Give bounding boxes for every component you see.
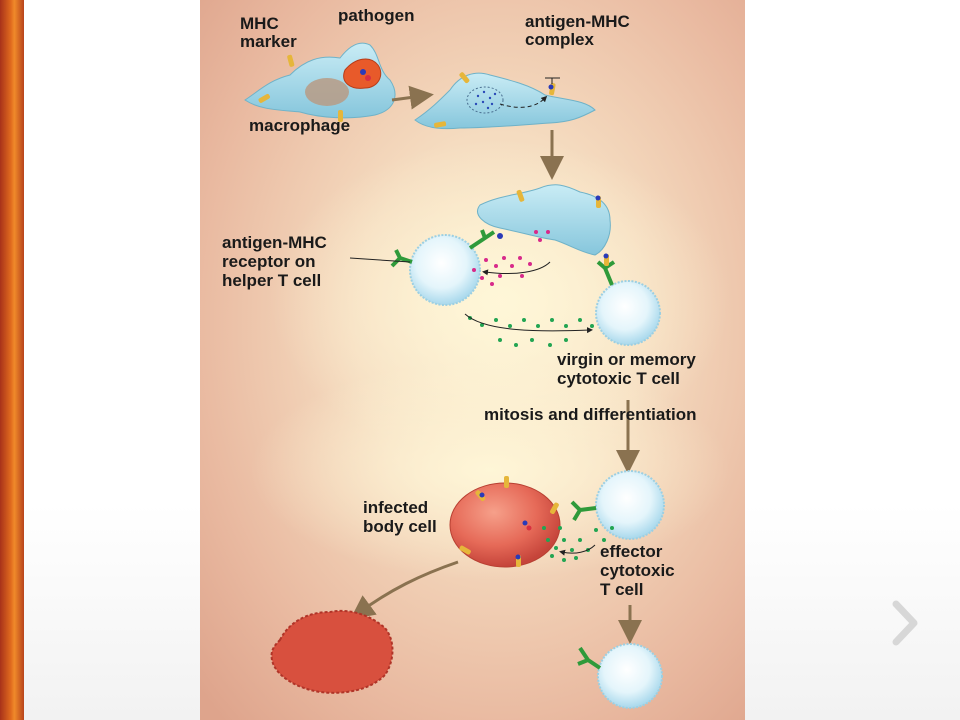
- infected-body-cell: [449, 476, 561, 568]
- effector-cytotoxic-t-cell: [570, 470, 665, 540]
- label-pathogen: pathogen: [338, 6, 415, 25]
- daughter-t-cell: [577, 643, 663, 709]
- arrow-1: [391, 85, 434, 110]
- macrophage-processing: [414, 72, 596, 130]
- green-signal-dots-upper: [468, 316, 594, 347]
- arrow-helper-signal: [482, 261, 551, 276]
- label-macrophage: macrophage: [249, 116, 351, 135]
- diagram-canvas: [200, 0, 745, 720]
- label-antigen-mhc-complex-line1: antigen-MHC: [525, 12, 630, 31]
- macrophage-presenting: [477, 184, 611, 256]
- label-effector-line2: cytotoxic: [600, 561, 675, 580]
- label-mhc-marker-line2: marker: [240, 32, 297, 51]
- arrow-effector-signal: [559, 544, 596, 556]
- label-antigen-mhc-complex-line2: complex: [525, 30, 594, 49]
- label-virgin-line1: virgin or memory: [557, 350, 696, 369]
- label-virgin-line2: cytotoxic T cell: [557, 369, 680, 388]
- label-receptor-line2: receptor on: [222, 252, 316, 271]
- label-infected-line1: infected: [363, 498, 429, 517]
- label-mhc-marker-line1: MHC: [240, 14, 279, 33]
- arrow-cell-death: [350, 560, 459, 620]
- label-mitosis: mitosis and differentiation: [484, 405, 697, 424]
- green-signal-dots-lower: [542, 526, 614, 562]
- chevron-right-icon[interactable]: [886, 598, 926, 648]
- t-cell-activation-diagram: MHC marker pathogen antigen-MHC complex …: [200, 0, 745, 720]
- label-receptor-line3: helper T cell: [222, 271, 322, 290]
- label-effector-line1: effector: [600, 542, 663, 561]
- cytotoxic-t-cell-virgin: [595, 253, 661, 346]
- label-effector-line3: T cell: [600, 580, 644, 599]
- pointer-receptor: [349, 257, 411, 263]
- left-accent-strip: [0, 0, 24, 720]
- label-infected-line2: body cell: [363, 517, 437, 536]
- label-receptor-line1: antigen-MHC: [222, 233, 327, 252]
- helper-signal-dots: [472, 230, 550, 286]
- arrow-green-signal: [464, 313, 593, 334]
- helper-t-cell: [390, 229, 503, 306]
- destroyed-cell: [270, 609, 394, 694]
- macrophage-with-pathogen: [244, 42, 396, 122]
